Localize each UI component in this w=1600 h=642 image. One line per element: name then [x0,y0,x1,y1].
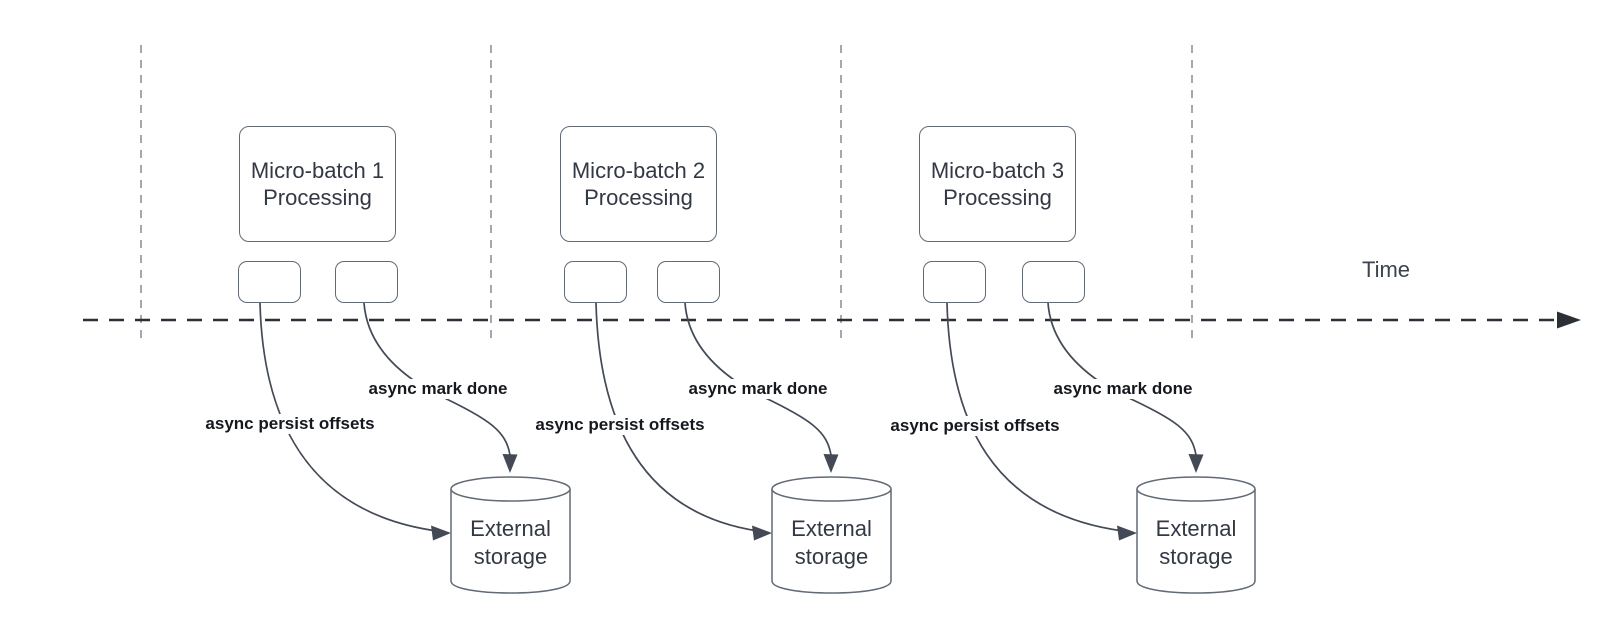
micro-batch-2-processing-box: Micro-batch 2 Processing [560,126,717,242]
micro-batch-3-done-task-box [1022,261,1085,303]
external-storage-3-line1: External [1155,516,1237,541]
storage-cylinder-3 [1136,476,1256,594]
storage-cylinder-2-rim [771,476,892,502]
micro-batch-2-title-line1: Micro-batch 2 [571,158,706,183]
micro-batch-1-title-line1: Micro-batch 1 [250,158,385,183]
micro-batch-3-offset-task-box [923,261,986,303]
persist-offsets-arrowhead-2-icon [752,525,772,541]
storage-cylinder-1 [450,476,571,594]
micro-batch-3-title-line2: Processing [943,185,1052,210]
external-storage-label-1: External storage [451,495,570,591]
mark-done-arrowhead-1-icon [502,454,518,473]
mark-done-label-3: async mark done [1050,379,1196,399]
persist-offsets-arrowhead-1-icon [431,525,451,541]
micro-batch-2-done-task-box [657,261,720,303]
mark-done-arrowhead-3-icon [1188,454,1204,473]
persist-offsets-label-3: async persist offsets [887,416,1063,436]
mark-done-label-1: async mark done [365,379,511,399]
persist-offsets-label-1: async persist offsets [202,414,378,434]
mark-done-arrowhead-2-icon [823,454,839,473]
persist-offsets-label-2: async persist offsets [532,415,708,435]
time-axis-label: Time [1361,257,1411,282]
micro-batch-2-offset-task-box [564,261,627,303]
persist-offsets-arrowhead-3-icon [1117,525,1137,541]
storage-cylinder-3-body [1136,489,1256,594]
persist-offsets-curve-3 [946,302,1124,532]
external-storage-label-3: External storage [1137,495,1255,591]
persist-offsets-curve-1 [259,302,438,532]
micro-batch-3-title-line1: Micro-batch 3 [930,158,1065,183]
storage-cylinder-1-rim [450,476,571,502]
external-storage-2-line2: storage [794,544,869,569]
micro-batch-1-done-task-box [335,261,398,303]
mark-done-label-2: async mark done [685,379,831,399]
external-storage-1-line1: External [470,516,551,541]
time-axis-arrowhead-icon [1557,311,1581,329]
micro-batch-3-processing-box: Micro-batch 3 Processing [919,126,1076,242]
storage-cylinder-2 [771,476,892,594]
external-storage-2-line1: External [791,516,872,541]
external-storage-label-2: External storage [772,495,891,591]
micro-batch-1-offset-task-box [238,261,301,303]
persist-offsets-curve-2 [595,302,759,532]
storage-cylinder-3-rim [1136,476,1256,502]
micro-batch-1-processing-box: Micro-batch 1 Processing [239,126,396,242]
external-storage-1-line2: storage [473,544,548,569]
micro-batch-2-title-line2: Processing [584,185,693,210]
micro-batch-1-title-line2: Processing [263,185,372,210]
storage-cylinder-2-body [771,489,892,594]
external-storage-3-line2: storage [1159,544,1233,569]
storage-cylinder-1-body [450,489,571,594]
